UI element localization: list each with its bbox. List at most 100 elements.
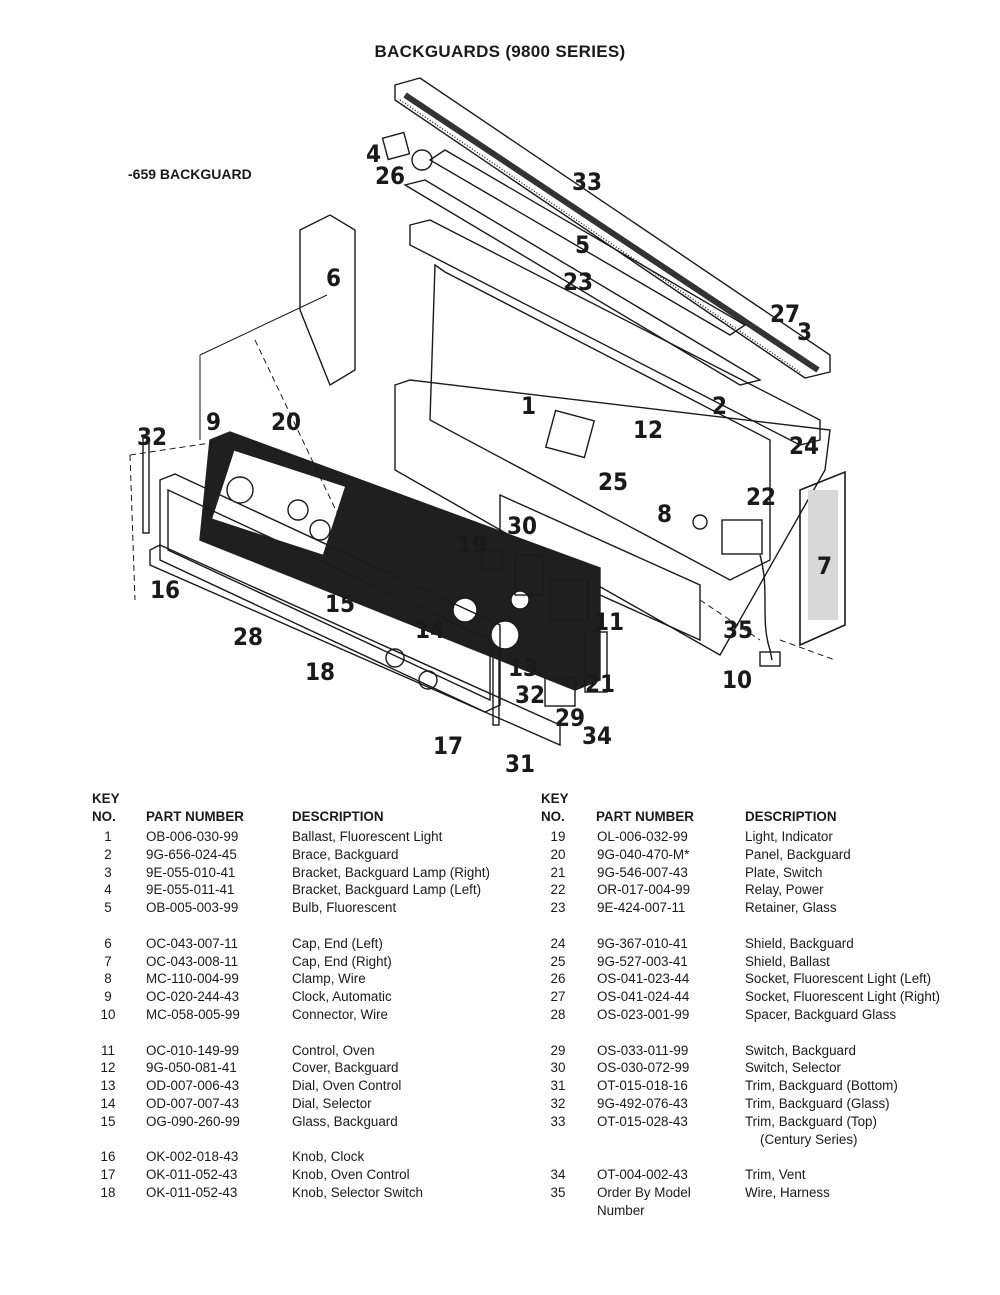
no-header-right: NO. (541, 809, 565, 824)
description-cell: Socket, Fluorescent Light (Left) (745, 971, 932, 987)
part-number-cell: OT-015-018-16 (597, 1078, 688, 1094)
callout-14: 14 (415, 616, 445, 644)
key-cell: 22 (550, 882, 566, 898)
description-cell: Control, Oven (292, 1042, 375, 1058)
key-header-right: KEY (541, 791, 569, 806)
backguard-subtitle: -659 BACKGUARD (128, 166, 252, 182)
description-cell: Bracket, Backguard Lamp (Right) (292, 864, 490, 880)
switch-plate-part (584, 631, 608, 693)
description-cell: Glass, Backguard (292, 1113, 398, 1129)
callout-31: 31 (505, 750, 535, 778)
part-number-cell: 9E-424-007-11 (597, 900, 686, 916)
part-number-cell: OK-002-018-43 (146, 1149, 239, 1165)
callout-21: 21 (585, 670, 615, 698)
part-number-cell: OT-004-002-43 (597, 1167, 688, 1183)
retainer-part (403, 179, 762, 386)
callout-4: 4 (366, 140, 381, 168)
key-cell: 9 (104, 989, 112, 1005)
key-cell: 2 (104, 846, 112, 862)
callout-7: 7 (817, 552, 832, 580)
selector-knob-part (385, 648, 405, 668)
description-header-right: DESCRIPTION (745, 809, 837, 824)
key-cell: 35 (550, 1185, 566, 1200)
callout-11: 11 (594, 608, 624, 636)
key-cell: 30 (550, 1060, 566, 1076)
part-number-cell: OT-015-028-43 (597, 1113, 688, 1129)
description-cell: Knob, Selector Switch (292, 1185, 423, 1200)
part-number-cell: Order By Model (597, 1185, 691, 1200)
part-number-cell: OS-041-024-44 (597, 989, 690, 1005)
callout-23: 23 (563, 268, 593, 296)
description-cell: Dial, Oven Control (292, 1078, 402, 1094)
bottom-trim-part (149, 544, 561, 747)
callout-15: 15 (325, 590, 355, 618)
callout-18: 18 (305, 658, 335, 686)
description-cell: Panel, Backguard (745, 846, 851, 862)
key-cell: 6 (104, 935, 112, 951)
part-number-cell: 9G-656-024-45 (146, 846, 237, 862)
glass-trim-left-part (142, 437, 150, 534)
part-number-cell: MC-058-005-99 (146, 1007, 240, 1022)
description-cell: Switch, Selector (745, 1060, 842, 1076)
description-cell: Trim, Backguard (Bottom) (745, 1078, 898, 1094)
callout-32-left: 32 (137, 423, 167, 451)
wire-harness-part (759, 554, 773, 661)
callout-2: 2 (712, 392, 727, 420)
callout-22: 22 (746, 483, 776, 511)
socket-left-part (411, 149, 433, 171)
callout-19: 19 (457, 531, 487, 559)
part-number-cell: OC-043-008-11 (146, 953, 239, 969)
part-number-cell: 9E-055-011-41 (146, 882, 235, 898)
callout-34: 34 (582, 722, 612, 750)
callout-3: 3 (797, 318, 812, 346)
oven-control-part (549, 579, 589, 621)
key-cell: 18 (100, 1185, 116, 1200)
key-cell: 10 (100, 1007, 116, 1022)
callout-30: 30 (507, 512, 537, 540)
part-number-header-left: PART NUMBER (146, 809, 244, 824)
oven-knob-part (418, 670, 438, 690)
key-cell: 29 (550, 1042, 566, 1058)
description-cell: Plate, Switch (745, 864, 823, 880)
description-cell: Socket, Fluorescent Light (Right) (745, 989, 940, 1005)
part-number-cell: 9G-492-076-43 (597, 1096, 688, 1111)
callout-12: 12 (633, 416, 663, 444)
part-number-cell: 9G-367-010-41 (597, 935, 688, 951)
backguard-glass-part (159, 473, 501, 713)
part-number-cell: OC-020-244-43 (146, 989, 240, 1005)
description-cell: Bracket, Backguard Lamp (Left) (292, 882, 482, 898)
part-number-cell: OK-011-052-43 (146, 1167, 238, 1183)
callout-24: 24 (789, 432, 819, 460)
wire-clamp-part (692, 514, 708, 530)
callout-10: 10 (722, 666, 752, 694)
description-cell: Cap, End (Left) (292, 935, 383, 951)
description-header-left: DESCRIPTION (292, 809, 384, 824)
callout-17: 17 (433, 732, 463, 760)
key-cell: 32 (550, 1096, 566, 1111)
callout-16: 16 (150, 576, 180, 604)
ballast-part (544, 409, 596, 459)
part-number-cell: OR-017-004-99 (597, 882, 691, 898)
callout-28: 28 (233, 623, 263, 651)
part-number-cell: 9G-040-470-M* (597, 846, 690, 862)
part-number-cell: OG-090-260-99 (146, 1113, 240, 1129)
key-cell: 21 (550, 864, 566, 880)
description-cell: Clock, Automatic (292, 989, 392, 1005)
callout-29: 29 (555, 704, 585, 732)
part-number-cell: OS-033-011-99 (597, 1042, 689, 1058)
description-cell: Shield, Ballast (745, 953, 830, 969)
key-header-left: KEY (92, 791, 120, 806)
part-number-cell: 9G-546-007-43 (597, 864, 688, 880)
key-cell: 28 (550, 1007, 566, 1022)
part-number-cell: OS-041-023-44 (597, 971, 690, 987)
bracket-left-part (381, 131, 411, 161)
description-cell: Switch, Backguard (745, 1042, 856, 1058)
description-cell: Cover, Backguard (292, 1060, 399, 1076)
backguard-shield-part (394, 379, 831, 656)
part-number-cell: MC-110-004-99 (146, 971, 239, 987)
key-cell: 4 (104, 882, 112, 898)
part-number-cell: OS-023-001-99 (597, 1007, 690, 1022)
callout-9: 9 (206, 408, 221, 436)
